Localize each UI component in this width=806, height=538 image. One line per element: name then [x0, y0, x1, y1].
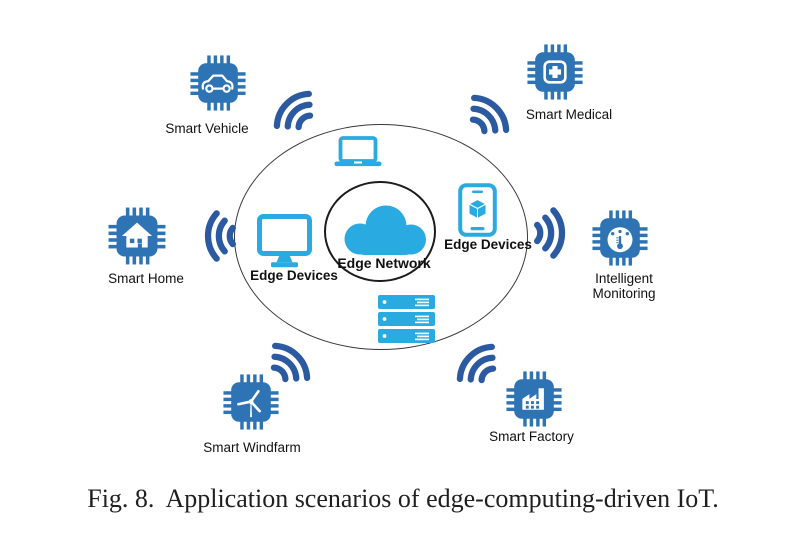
edge-network-core-circle: [324, 181, 436, 282]
figure-caption: Fig. 8. Application scenarios of edge-com…: [0, 484, 806, 514]
chip-thermometer-gauge-icon: [592, 210, 648, 266]
wifi-signal-icon: [456, 343, 497, 384]
label-line-monitoring: Monitoring: [592, 286, 656, 301]
scenario-label-smart-windfarm: Smart Windfarm: [203, 440, 301, 455]
edge-devices-left-label: Edge Devices: [250, 268, 338, 283]
monitor-icon: [257, 214, 312, 268]
wifi-signal-icon: [204, 210, 236, 262]
wifi-signal-icon: [273, 90, 314, 131]
chip-medical-cross-icon: [527, 44, 583, 100]
smartphone-icon: [458, 183, 497, 237]
edge-devices-right-label: Edge Devices: [444, 237, 532, 252]
scenario-label-smart-home: Smart Home: [108, 271, 184, 286]
chip-car-icon: [190, 55, 246, 111]
scenario-label-smart-medical: Smart Medical: [525, 107, 613, 122]
figure-caption-text: Application scenarios of edge-computing-…: [165, 484, 719, 513]
chip-wind-turbine-icon: [223, 374, 279, 430]
laptop-icon: [334, 136, 382, 167]
label-line-intelligent: Intelligent: [595, 271, 653, 286]
figure-caption-number: Fig. 8.: [87, 484, 155, 513]
chip-house-icon: [108, 207, 166, 265]
scenario-label-intelligent-monitoring: Intelligent Monitoring: [564, 271, 684, 301]
edge-network-boundary-ellipse: [234, 124, 528, 350]
edge-network-label: Edge Network: [337, 255, 431, 271]
cloud-icon: [344, 205, 426, 255]
server-icon: [378, 295, 435, 343]
wifi-signal-icon: [469, 94, 510, 135]
scenario-label-smart-factory: Smart Factory: [489, 429, 574, 444]
scenario-label-smart-vehicle: Smart Vehicle: [165, 121, 249, 136]
chip-factory-icon: [506, 371, 562, 427]
wifi-signal-icon: [270, 342, 311, 383]
wifi-signal-icon: [534, 207, 566, 259]
